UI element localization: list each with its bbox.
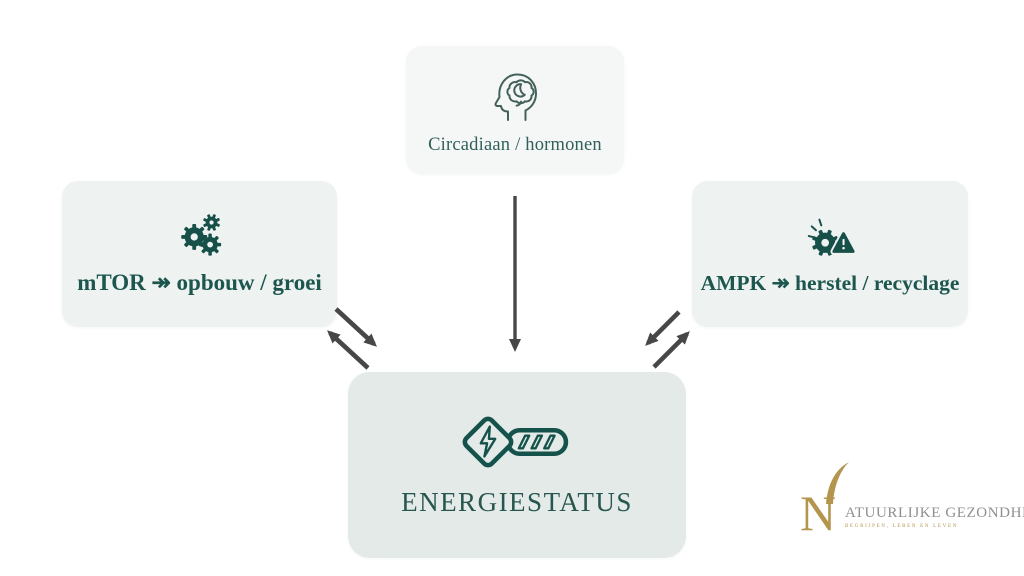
logo-mark: N bbox=[800, 462, 849, 538]
battery-bolt-icon bbox=[462, 416, 569, 467]
node-energy-label: ENERGIESTATUS bbox=[401, 486, 633, 517]
arrow-mtor-energy-exchange bbox=[327, 307, 377, 370]
node-mtor: mTOR ↠ opbouw / groei bbox=[62, 181, 337, 327]
arrow-ampk-energy-exchange bbox=[645, 310, 690, 369]
gear-alert-icon bbox=[807, 218, 857, 256]
node-ampk-label: AMPK ↠ herstel / recyclage bbox=[700, 270, 960, 295]
node-circadian-label: Circadiaan / hormonen bbox=[428, 134, 602, 155]
logo-wordmark: ATUURLIJKE GEZONDHEID bbox=[845, 505, 1024, 521]
node-energy: ENERGIESTATUS bbox=[348, 372, 686, 558]
logo-text: ATUURLIJKE GEZONDHEID BEGRIJPEN, LEREN E… bbox=[845, 505, 1024, 534]
brand-logo: N ATUURLIJKE GEZONDHEID BEGRIJPEN, LEREN… bbox=[800, 462, 1024, 538]
node-circadian: Circadiaan / hormonen bbox=[406, 46, 624, 174]
head-brain-moon-icon bbox=[494, 73, 537, 121]
node-mtor-label: mTOR ↠ opbouw / groei bbox=[77, 270, 322, 295]
logo-tagline: BEGRIJPEN, LEREN EN LEVEN bbox=[845, 524, 959, 529]
node-ampk: AMPK ↠ herstel / recyclage bbox=[692, 181, 968, 327]
leaf-icon bbox=[826, 462, 849, 504]
gears-icon bbox=[180, 214, 221, 256]
